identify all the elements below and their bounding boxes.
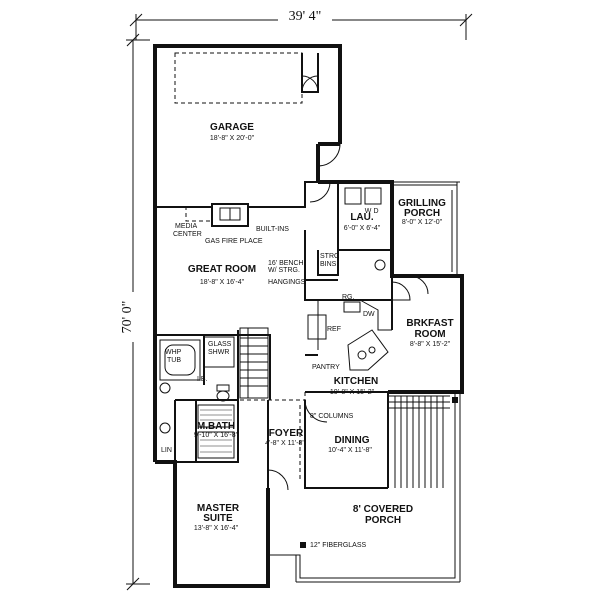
depth-dimension-label: 70' 0" [120,301,135,334]
toilet [216,384,230,402]
storage-label-1: STRG [320,253,339,260]
mudroom-door-swing [309,181,331,203]
garage-size: 18'-8" X 20'-0" [210,135,255,142]
glass-shower [203,336,235,368]
dining-size: 10'-4" X 11'-8" [328,447,372,454]
glass-shower-label-1: GLASS [208,341,232,348]
fireplace [211,203,249,227]
laundry-sink [374,259,386,271]
dishwasher-label: DW [363,311,375,318]
covered-porch-label-1: 8' COVERED [353,504,413,515]
glass-shower-label-2: SHWR [208,349,229,356]
media-center [185,206,213,222]
dryer-label: D [373,208,378,215]
bench-label-2: W/ STRG. [268,267,300,274]
garage-door-swing [317,143,341,167]
fiberglass-label: 12" FIBERGLASS [310,542,367,549]
sink-1 [159,382,171,394]
range [343,301,361,313]
breakfast-door-swing [391,281,411,301]
breakfast-label-2: ROOM [414,329,445,340]
storage-label-2: BINS [320,261,337,268]
kitchen-label: KITCHEN [334,376,378,387]
covered-porch-label-2: PORCH [365,515,401,526]
laundry-label: LAU. [350,212,374,223]
washer-dryer [344,187,382,205]
dining-label: DINING [335,435,370,446]
columns-label: 8" COLUMNS [310,413,354,420]
whp-tub-label-1: WHP [165,349,182,356]
whirlpool-tub [159,339,201,381]
kitchen-size: 10'-8" X 15'-2" [330,389,375,396]
m-bath-label: M.BATH [197,421,235,432]
kitchen-counter [307,299,392,371]
sink-2 [159,422,171,434]
refrigerator-label: REF [327,326,341,333]
master-suite-label-2: SUITE [203,513,233,524]
range-label: RG. [342,294,355,301]
garage-door [174,52,319,104]
master-suite-label-1: MASTER [197,503,240,514]
built-ins-label: BUILT-INS [256,226,289,233]
foyer-label: FOYER [269,428,304,439]
dining-door-swing [304,399,328,423]
gas-fire-place-label: GAS FIRE PLACE [205,238,263,245]
width-label-bg [278,8,332,24]
garage-label: GARAGE [210,122,254,133]
width-dimension-label: 39' 4" [289,9,322,24]
porch-door-swing [409,275,429,295]
media-center-label-2: CENTER [173,231,202,238]
linen-label: LIN [161,447,172,454]
m-bath-size: 9'-10" X 16'-8" [194,432,239,439]
foyer-size: 4'-8" X 11'-8" [265,440,305,447]
porch-steps [388,395,450,488]
hangings-label: HANGINGS [268,279,306,286]
porch-column-2 [452,397,458,403]
grilling-porch-label-1: GRILLING [398,198,446,209]
breakfast-size: 8'-8" X 15'-2" [410,341,451,348]
whp-tub-label-2: TUB [167,357,181,364]
front-door-swing [267,469,289,491]
media-center-label-1: MEDIA [175,223,198,230]
master-suite-size: 13'-8" X 16'-4" [194,525,239,532]
exterior-walls [153,44,464,588]
porch-column [300,542,306,548]
great-room-size: 18'-8" X 16'-4" [200,279,245,286]
great-room-label: GREAT ROOM [188,264,256,275]
grilling-porch [391,181,460,277]
stairs [239,327,269,399]
covered-porch [268,392,461,583]
washer-label: W [365,208,372,215]
bench-label-1: 16' BENCH [268,260,304,267]
grilling-porch-size: 8'-0" X 12'-0" [402,219,443,226]
depth-label-bg [118,292,136,342]
grilling-porch-label-2: PORCH [404,208,440,219]
closet-hatch [197,404,235,459]
linen-ib-label: I.B. [197,376,208,383]
laundry-size: 6'-0" X 6'-4" [344,225,381,232]
breakfast-label-1: BRKFAST [406,318,453,329]
pantry-label: PANTRY [312,364,340,371]
